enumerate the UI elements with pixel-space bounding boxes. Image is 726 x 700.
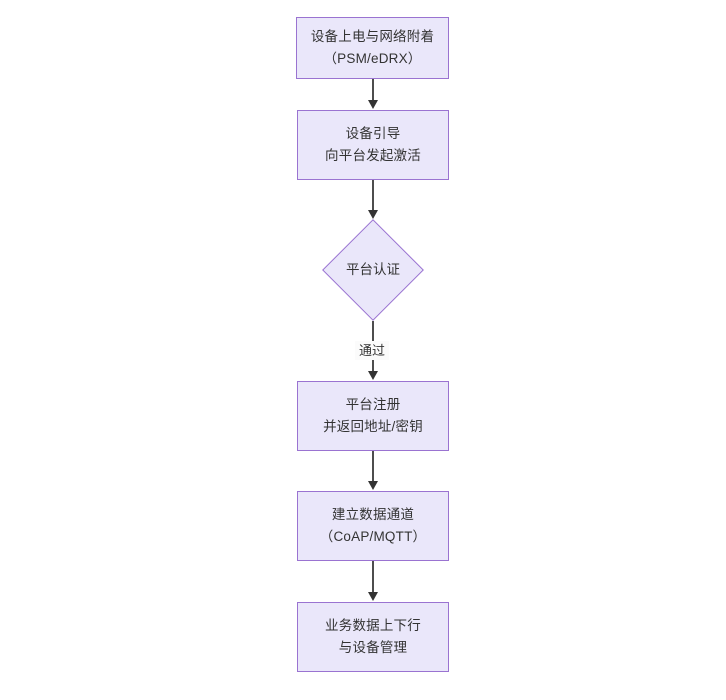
edge-5-arrowhead — [368, 592, 378, 601]
node-bootstrap-line-1: 设备引导 — [345, 126, 401, 141]
node-power-on[interactable]: 设备上电与网络附着 （PSM/eDRX） — [296, 17, 449, 79]
edge-1-arrowhead — [368, 100, 378, 109]
node-platform-auth-label: 平台认证 — [346, 262, 400, 277]
edge-3-label: 通过 — [355, 341, 390, 360]
node-service-data[interactable]: 业务数据上下行 与设备管理 — [297, 602, 449, 672]
node-data-channel[interactable]: 建立数据通道 （CoAP/MQTT） — [297, 491, 449, 561]
node-platform-auth[interactable]: 平台认证 — [322, 219, 424, 321]
node-bootstrap-line-2: 向平台发起激活 — [325, 148, 421, 163]
node-data-channel-line-1: 建立数据通道 — [331, 507, 415, 522]
edge-4-arrowhead — [368, 481, 378, 490]
edge-2-arrowhead — [368, 210, 378, 219]
node-platform-register[interactable]: 平台注册 并返回地址/密钥 — [297, 381, 449, 451]
node-platform-register-line-2: 并返回地址/密钥 — [323, 419, 423, 434]
node-service-data-line-1: 业务数据上下行 — [325, 618, 421, 633]
edge-3-arrowhead — [368, 371, 378, 380]
node-power-on-line-1: 设备上电与网络附着 — [310, 29, 435, 44]
node-bootstrap[interactable]: 设备引导 向平台发起激活 — [297, 110, 449, 180]
node-service-data-line-2: 与设备管理 — [338, 640, 408, 655]
edge-2-line — [372, 180, 374, 212]
edge-4-line — [372, 451, 374, 483]
edge-1-line — [372, 79, 374, 101]
node-power-on-line-2: （PSM/eDRX） — [323, 51, 422, 66]
node-platform-register-line-1: 平台注册 — [345, 397, 401, 412]
node-data-channel-line-2: （CoAP/MQTT） — [319, 529, 427, 544]
edge-5-line — [372, 561, 374, 593]
